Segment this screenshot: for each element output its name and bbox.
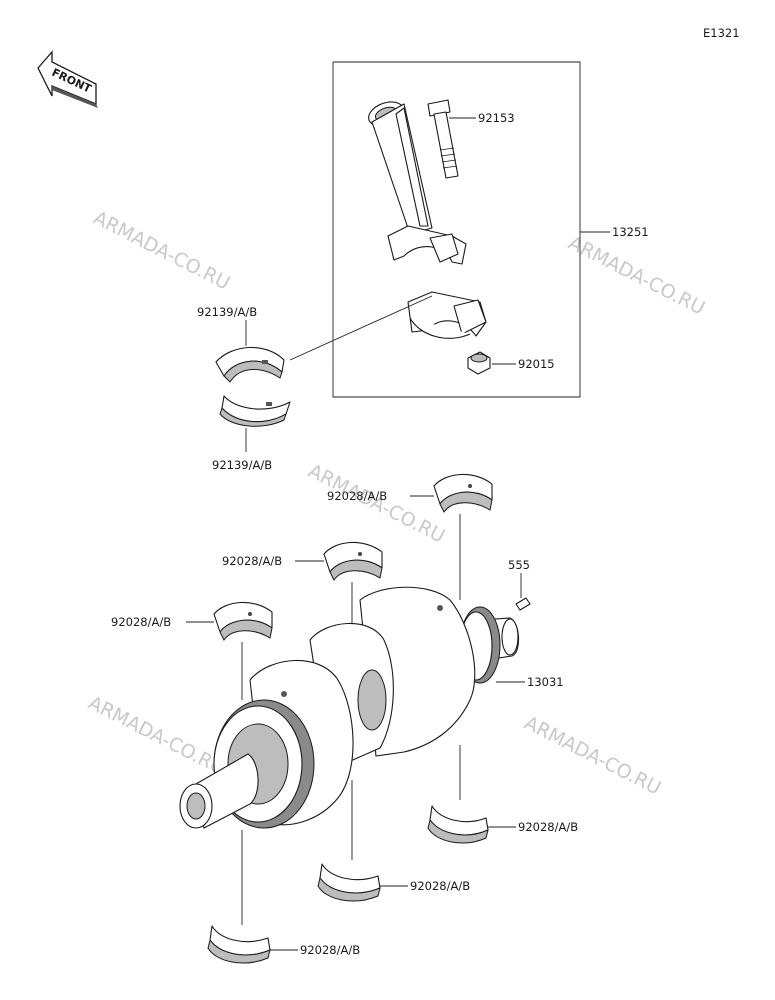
label-pin: 555	[508, 558, 530, 572]
watermark-2: ARMADA-CO.RU	[565, 232, 709, 320]
label-conrod-bearing-top: 92139/A/B	[197, 305, 257, 319]
watermark-5: ARMADA-CO.RU	[521, 712, 665, 800]
label-main-bearing-4: 92028/A/B	[518, 820, 578, 834]
main-bearing-shell-5-part	[317, 863, 381, 902]
diagram-code: E1321	[703, 26, 740, 40]
main-bearing-shell-4-part	[427, 805, 489, 844]
main-bearing-shell-6-part	[207, 925, 271, 964]
front-arrow-icon: FRONT	[37, 50, 98, 108]
label-main-bearing-2: 92028/A/B	[222, 554, 282, 568]
label-main-bearing-6: 92028/A/B	[300, 943, 360, 957]
conrod-bearing-upper-part	[215, 346, 285, 383]
conrod-bearing-lower-part	[219, 395, 291, 427]
watermark-4: ARMADA-CO.RU	[85, 692, 229, 780]
label-conrod-assy: 13251	[612, 225, 649, 239]
label-conrod-bearing-bottom: 92139/A/B	[212, 458, 272, 472]
watermark-3: ARMADA-CO.RU	[305, 460, 449, 548]
conrod-bolt-part	[427, 99, 476, 179]
label-main-bearing-3: 92028/A/B	[111, 615, 171, 629]
label-main-bearing-1: 92028/A/B	[327, 489, 387, 503]
main-bearing-shell-1-part	[433, 473, 493, 513]
pin-part	[515, 573, 531, 611]
label-main-bearing-5: 92028/A/B	[410, 879, 470, 893]
crankshaft-part	[179, 586, 520, 829]
main-bearing-shell-3-part	[213, 601, 273, 641]
main-bearing-shell-2-part	[323, 541, 383, 581]
label-nut: 92015	[518, 357, 555, 371]
conrod-frame	[332, 61, 581, 398]
connecting-rod-part	[368, 101, 467, 265]
watermark-1: ARMADA-CO.RU	[90, 207, 234, 295]
label-crankshaft: 13031	[527, 675, 564, 689]
conrod-cap-part	[407, 291, 487, 339]
conrod-nut-part	[467, 351, 516, 375]
label-bolt: 92153	[478, 111, 515, 125]
